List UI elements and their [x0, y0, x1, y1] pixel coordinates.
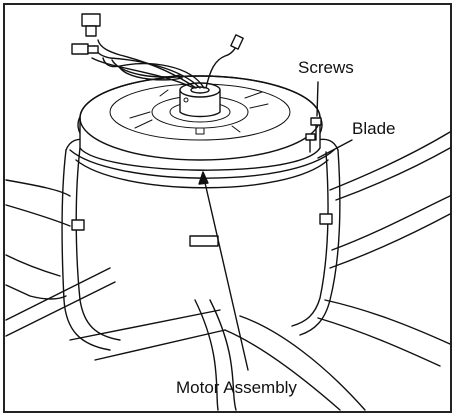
bottom-clip	[189, 235, 219, 247]
bottom-blade	[69, 299, 366, 411]
left-blade	[5, 179, 116, 337]
label-motor-assembly: Motor Assembly	[176, 378, 297, 397]
right-blade	[317, 131, 451, 367]
blade-leader	[317, 139, 353, 159]
label-blade: Blade	[352, 119, 395, 138]
left-clip	[71, 219, 85, 231]
screws	[305, 117, 322, 153]
connector-left-collar	[87, 45, 99, 54]
label-screws: Screws	[298, 58, 354, 77]
connector-wire-cap	[230, 34, 244, 50]
right-clip	[319, 213, 333, 225]
connector-top-plug	[81, 13, 101, 27]
motor-assembly-arrowhead	[198, 171, 209, 185]
motor-assembly	[77, 75, 323, 171]
connector-top-collar	[85, 25, 97, 37]
figure-frame	[3, 3, 452, 413]
motor-assembly-leader	[202, 173, 249, 371]
screws-leader	[316, 81, 319, 117]
connector-left-plug	[71, 43, 89, 55]
